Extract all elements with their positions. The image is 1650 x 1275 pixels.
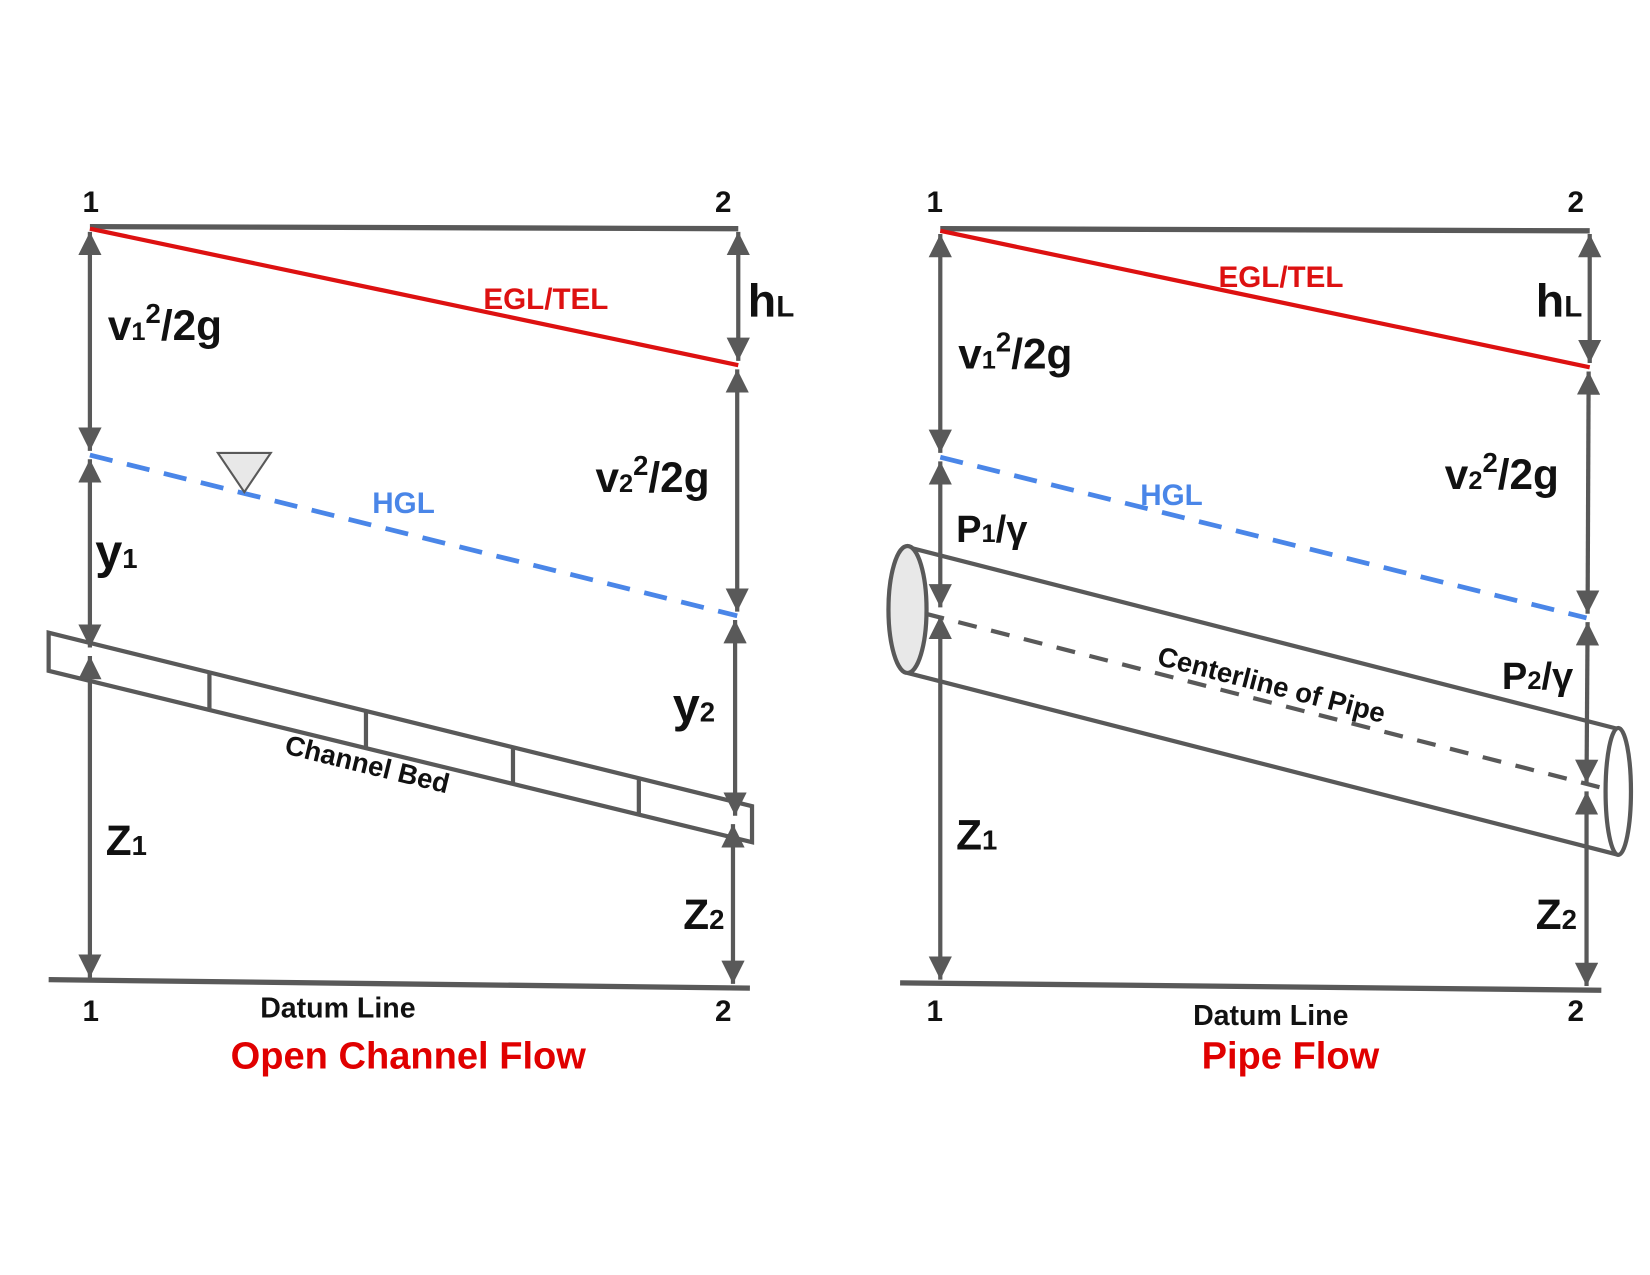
section-2-top-label: 2: [1568, 186, 1584, 219]
section-1-top-label: 1: [83, 186, 99, 219]
datum-line-label: Datum Line: [260, 993, 415, 1025]
head-loss-label: hL: [748, 274, 795, 326]
p2-dimension-arrow: [1575, 622, 1600, 783]
channel-bed: [46, 630, 755, 845]
egl-label: EGL/TEL: [483, 283, 608, 316]
datum-line: [48, 977, 750, 991]
section-2-bottom-label: 2: [715, 995, 731, 1028]
p1-pressure-head-label: P1/γ: [956, 509, 1028, 551]
panel-title: Open Channel Flow: [231, 1036, 587, 1078]
datum-line-label: Datum Line: [1193, 1000, 1348, 1032]
section-1-bottom-label: 1: [927, 995, 943, 1028]
v1-velocity-head-label: v12/2g: [958, 326, 1072, 377]
z2-elevation-label: Z2: [683, 891, 724, 938]
datum-line: [900, 980, 1602, 993]
section-2-bottom-label: 2: [1568, 995, 1584, 1028]
pipe-outlet-opening: [1603, 725, 1634, 857]
v2-dimension-arrow: [1576, 371, 1601, 614]
total-head-line: [89, 223, 739, 232]
v2-velocity-head-label: v22/2g: [1445, 447, 1559, 498]
pipe-inlet-opening: [886, 543, 929, 676]
z1-elevation-label: Z1: [106, 817, 147, 864]
pipe: [886, 543, 1634, 857]
hgl-label: HGL: [1140, 479, 1203, 512]
egl-line: [89, 226, 739, 368]
hgl-line: [89, 452, 738, 619]
v2-velocity-head-label: v22/2g: [595, 450, 709, 501]
v1-velocity-head-label: v12/2g: [108, 298, 222, 349]
hgl-line: [939, 454, 1588, 621]
pipe-centerline: [924, 611, 1609, 792]
total-head-line: [940, 226, 1590, 234]
section-2-top-label: 2: [715, 186, 731, 219]
y2-depth-label: y2: [673, 679, 715, 733]
z1-elevation-label: Z1: [956, 812, 997, 859]
z2-elevation-label: Z2: [1536, 891, 1577, 938]
panel-title: Pipe Flow: [1202, 1036, 1380, 1078]
open-channel-flow-panel: 1 2 1 2 EGL/TEL HGL v12/2g v22/2g hL y1 …: [46, 186, 795, 1078]
head-loss-label: hL: [1536, 274, 1583, 326]
section-1-bottom-label: 1: [83, 995, 99, 1028]
centerline-label: Centerline of Pipe: [1155, 640, 1389, 729]
hgl-label: HGL: [372, 487, 435, 520]
section-1-top-label: 1: [927, 186, 943, 219]
y1-depth-label: y1: [95, 525, 137, 579]
p2-pressure-head-label: P2/γ: [1502, 656, 1574, 698]
egl-line: [939, 228, 1591, 370]
egl-label: EGL/TEL: [1218, 261, 1343, 294]
water-surface-icon: [215, 451, 273, 494]
pipe-flow-panel: 1 2 1 2 EGL/TEL HGL v12/2g v22/2g hL P1/…: [886, 186, 1634, 1078]
